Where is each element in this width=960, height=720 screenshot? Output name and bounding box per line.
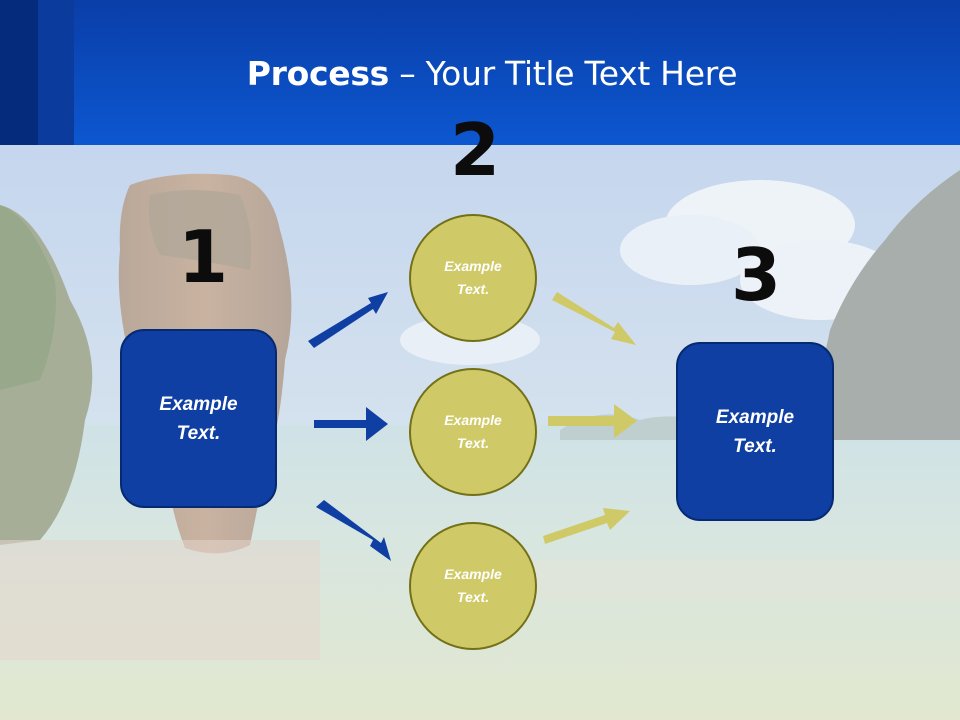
title-rest: – Your Title Text Here: [389, 54, 738, 93]
step-number-2: 2: [450, 108, 501, 192]
arrow-2-to-3-middle: [548, 404, 637, 438]
step-2-circle-bottom-text: Example Text.: [444, 566, 502, 605]
step-2-circle-middle-text: Example Text.: [444, 412, 502, 451]
title-bold: Process: [246, 54, 390, 93]
step-2-circle-top: Example Text.: [409, 214, 537, 342]
step-number-1: 1: [178, 215, 229, 299]
arrow-2-to-3-bottom: [543, 508, 630, 544]
arrow-1-to-2-top: [308, 292, 388, 348]
step-2-circle-top-text: Example Text.: [444, 258, 502, 297]
step-2-circle-bottom: Example Text.: [409, 522, 537, 650]
arrow-2-to-3-top: [552, 292, 636, 345]
step-3-box: Example Text.: [676, 342, 834, 521]
step-3-box-text: Example Text.: [715, 406, 795, 457]
step-number-3: 3: [731, 233, 782, 317]
step-1-box: Example Text.: [120, 329, 277, 508]
arrow-1-to-2-bottom: [316, 500, 391, 561]
step-1-box-text: Example Text.: [159, 393, 238, 444]
slide-title: Process – Your Title Text Here: [0, 54, 960, 93]
step-2-circle-middle: Example Text.: [409, 368, 537, 496]
arrow-1-to-2-middle: [314, 407, 388, 441]
